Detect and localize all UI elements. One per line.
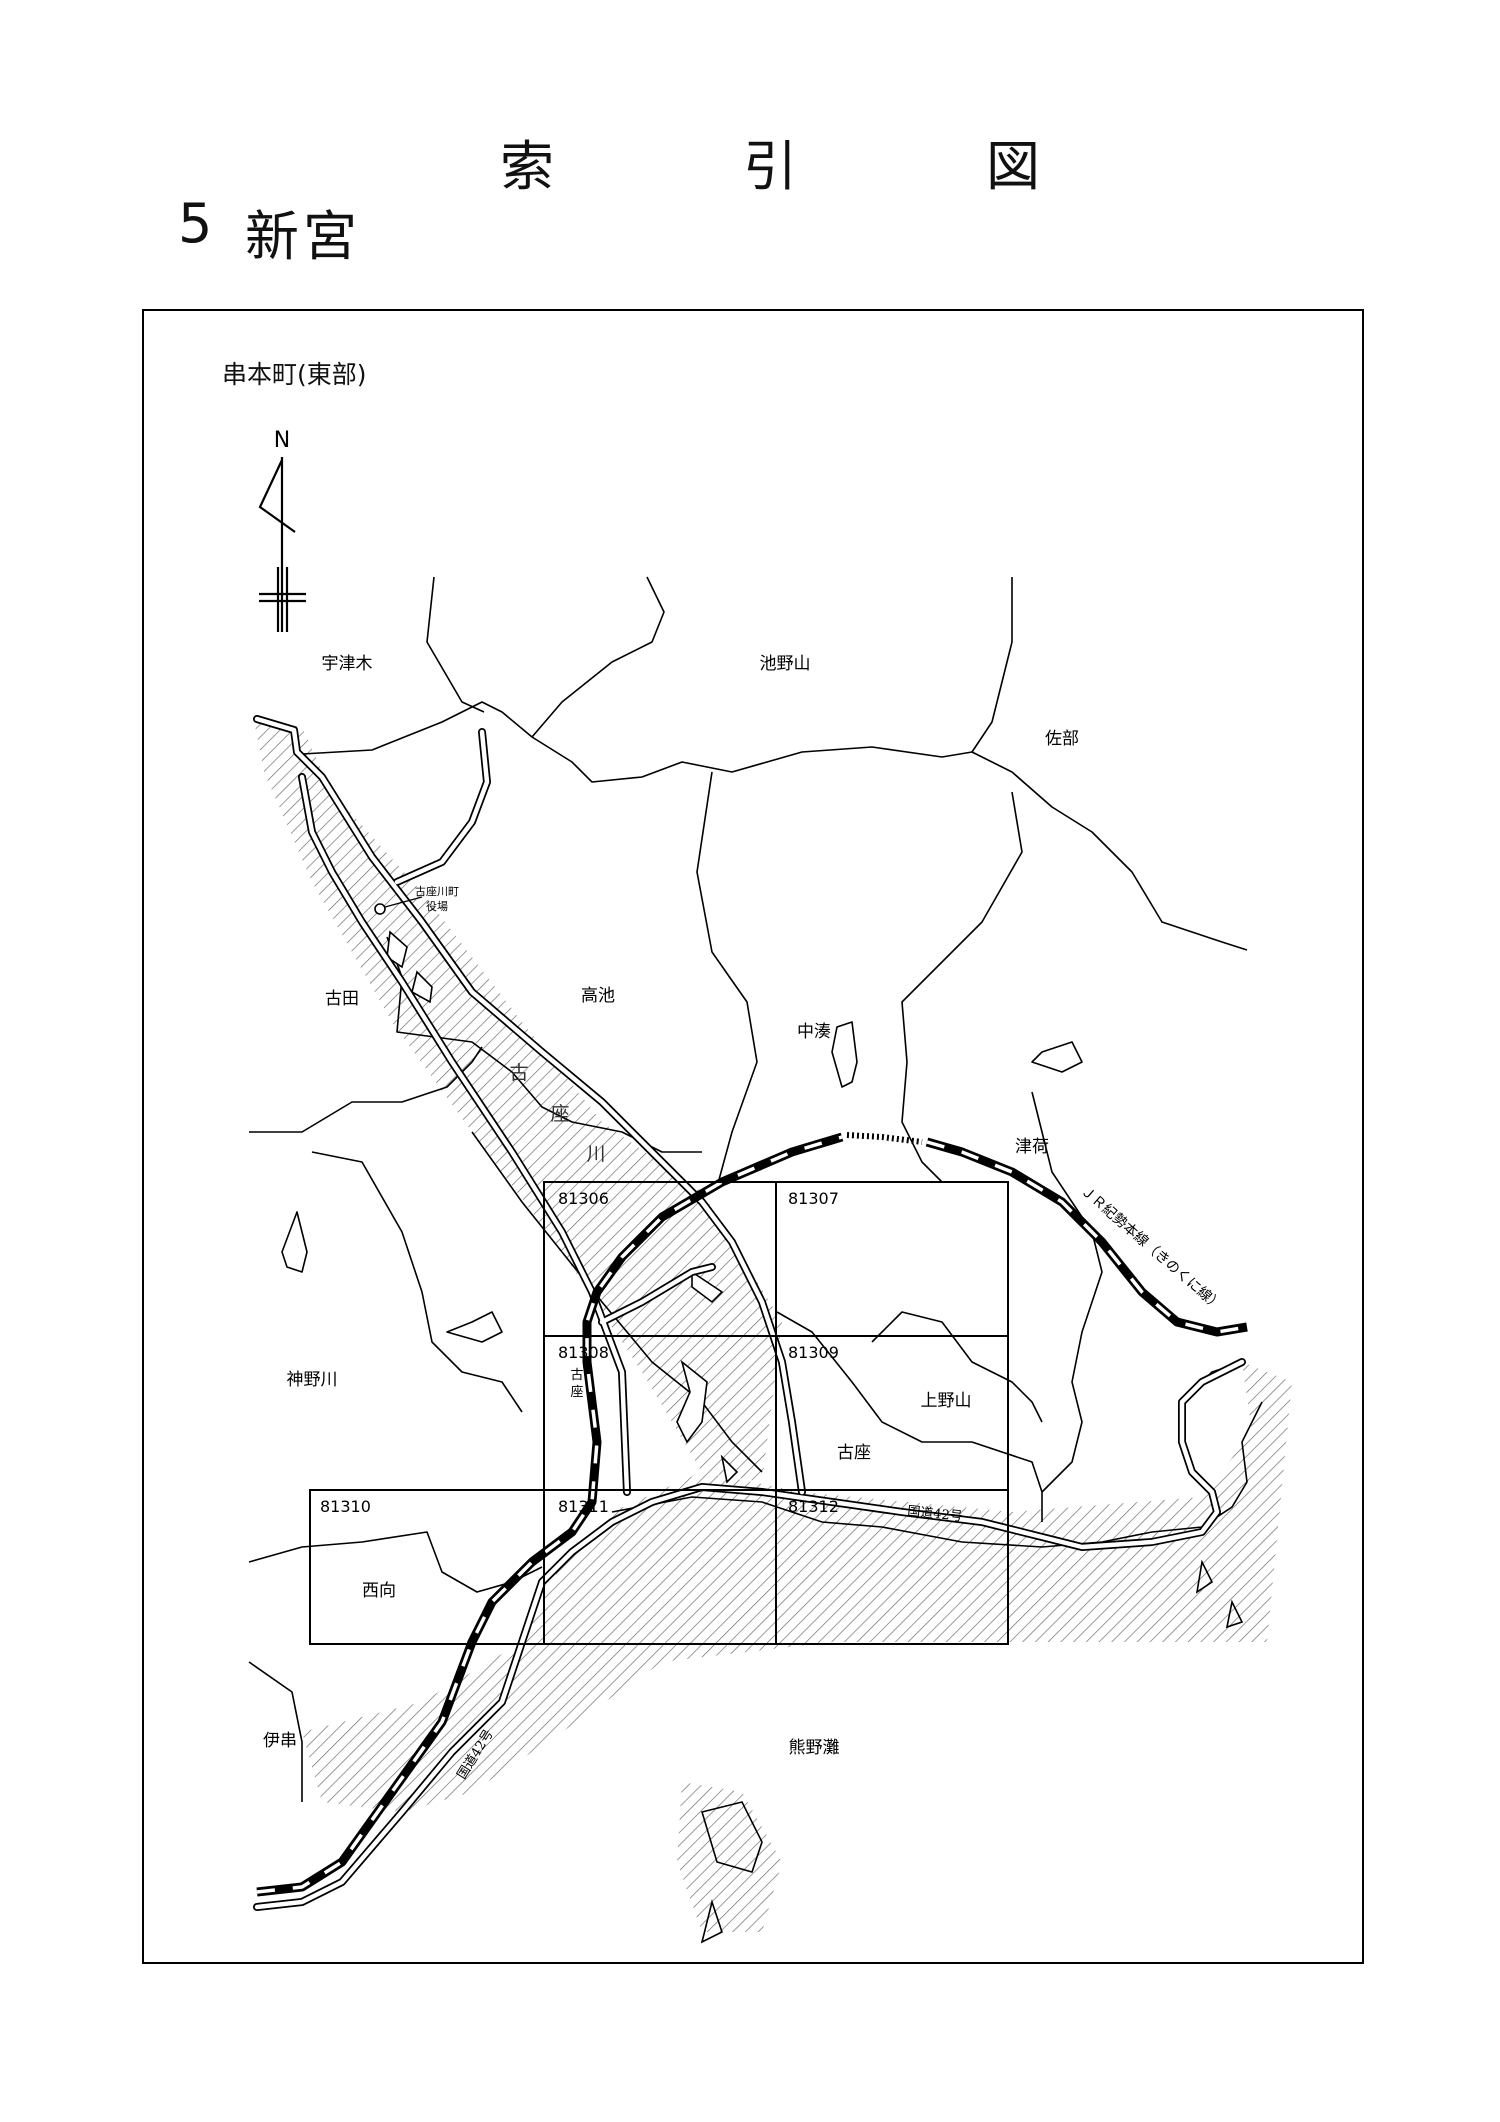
river-label-char: 川: [586, 1143, 605, 1165]
boundary-line: [281, 1211, 308, 1273]
boundary-line: [446, 1311, 503, 1343]
place-label: 宇津木: [322, 654, 373, 674]
inlet-hatch-area: [677, 1782, 782, 1932]
route-label: 国道42号: [907, 1504, 964, 1525]
boundary-line: [901, 791, 1023, 1183]
boundary-line: [871, 1311, 1043, 1423]
section-number: 5: [178, 192, 213, 255]
sheet-number: 81311: [558, 1497, 609, 1516]
north-arrow: [258, 457, 306, 632]
river-hatch-area: [254, 720, 782, 1482]
place-labels: 宇津木 池野山 佐部 古田 高池 中湊 津荷 神野川 上野山 古座 西向 伊串 …: [263, 654, 1079, 1758]
water-hatch: [254, 720, 1292, 1932]
place-label: 伊串: [263, 1731, 297, 1751]
island: [700, 1801, 763, 1873]
river-islands: [386, 930, 739, 1484]
place-label: 上野山: [921, 1391, 972, 1411]
sheet-number: 81309: [788, 1343, 839, 1362]
roads: [253, 715, 1246, 1911]
town-office-label-line: 役場: [426, 899, 448, 913]
sheet-number: 81306: [558, 1189, 609, 1208]
town-office-label: 古座川町 役場: [415, 884, 459, 913]
boundary-line: [248, 1661, 303, 1802]
title-char: 図: [986, 135, 1040, 198]
station-label: 古 座: [570, 1368, 583, 1400]
railway: [256, 1132, 1248, 1897]
town-office-label-line: 古座川町: [415, 884, 459, 898]
town-office-marker: [374, 903, 386, 915]
title-char: 引: [743, 135, 797, 198]
boundary-line: [1031, 1041, 1083, 1073]
boundary-line: [696, 771, 758, 1188]
sheet-number: 81312: [788, 1497, 839, 1516]
railway-tunnel: [846, 1132, 923, 1145]
sheet-number: 81307: [788, 1189, 839, 1208]
place-label: 高池: [581, 986, 615, 1006]
station-label-char: 座: [570, 1385, 583, 1400]
section-name: 新宮: [245, 205, 361, 268]
place-label: 神野川: [287, 1370, 338, 1390]
boundary-line: [311, 1151, 523, 1413]
sheet-grid: [309, 1181, 1009, 1645]
map-subtitle: 串本町(東部): [222, 360, 367, 389]
station-label-char: 古: [570, 1368, 583, 1383]
place-label: 池野山: [760, 654, 811, 674]
place-label: 佐部: [1045, 729, 1079, 749]
boundary-line: [301, 701, 1248, 951]
page-title: 索 引 図: [500, 122, 1040, 201]
river-label-char: 座: [550, 1103, 569, 1125]
sheet-number: 81310: [320, 1497, 371, 1516]
island: [1225, 1599, 1244, 1629]
place-label: 中湊: [797, 1022, 831, 1042]
place-label: 西向: [362, 1581, 396, 1601]
sea-hatch-area: [302, 1362, 1292, 1812]
sheet-numbers: 81306 81307 81308 81309 81310 81311 8131…: [320, 1189, 839, 1516]
railway-line: [925, 1137, 1248, 1337]
title-char: 索: [500, 135, 554, 198]
place-label: 古座: [837, 1443, 871, 1463]
index-map: N 81306 81307 81308 81309 81310 81311 81…: [248, 428, 1292, 1944]
sheet-81312: [775, 1489, 1009, 1645]
island: [700, 1899, 723, 1944]
sheet-number: 81308: [558, 1343, 609, 1362]
north-label: N: [274, 428, 290, 453]
town-office-leader: [384, 896, 423, 908]
place-label: 古田: [325, 989, 359, 1009]
boundary-line: [971, 577, 1013, 753]
river-bank: [471, 1131, 563, 1253]
boundary-line: [426, 576, 485, 713]
map-frame: 串本町(東部): [142, 309, 1364, 1964]
island: [1195, 1559, 1214, 1594]
river-label: 古 座 川: [509, 1062, 605, 1165]
boundary-line: [531, 576, 665, 738]
place-label: 津荷: [1015, 1137, 1049, 1157]
boundary-line: [1031, 1091, 1103, 1493]
river-label-char: 古: [509, 1062, 528, 1084]
boundary-line: [831, 1021, 858, 1088]
boundary-line: [776, 1311, 1043, 1522]
boundary-line: [249, 1046, 483, 1133]
place-label: 熊野灘: [789, 1738, 840, 1758]
